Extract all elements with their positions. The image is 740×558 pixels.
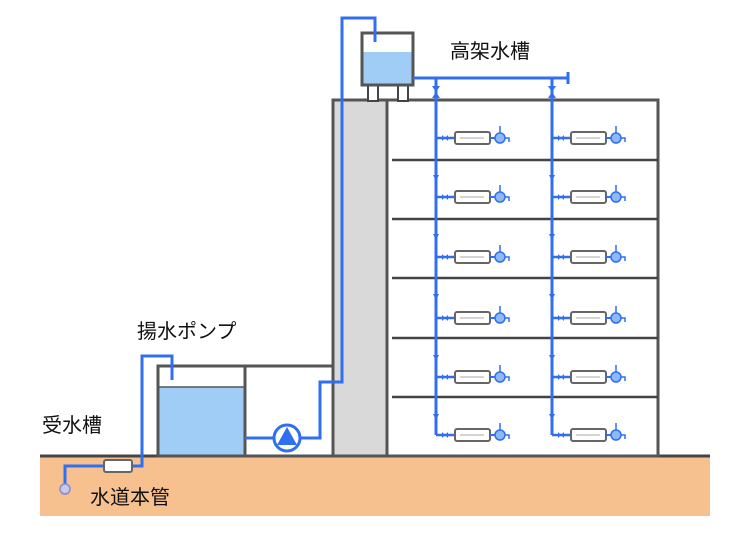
receiving-tank-label: 受水槽: [42, 413, 102, 437]
unit-supply: [549, 306, 626, 361]
water-meter: [103, 459, 133, 473]
faucet-icon: [610, 132, 622, 144]
unit-supply: [549, 185, 626, 240]
faucet-icon: [494, 191, 506, 203]
faucet-icon: [610, 191, 622, 203]
faucet-icon: [494, 371, 506, 383]
gate-valve-icon: [432, 86, 440, 98]
unit-supply: [549, 126, 626, 181]
receiving-tank-water: [158, 387, 245, 456]
faucet-icon: [610, 429, 622, 441]
pump-icon: [272, 423, 302, 453]
faucet-icon: [494, 312, 506, 324]
unit-supply: [433, 365, 510, 420]
elevated-tank-water: [362, 52, 413, 85]
unit-supply: [549, 365, 626, 420]
unit-supply: [436, 423, 510, 442]
pipes: [63, 16, 568, 487]
faucet-icon: [494, 429, 506, 441]
elevated-tank-label: 高架水槽: [450, 39, 530, 63]
elevated-tank: [360, 31, 415, 87]
unit-supply: [549, 245, 626, 300]
gate-valve-icon: [548, 86, 556, 98]
water-main-label: 水道本管: [90, 485, 170, 509]
unit-supply: [433, 126, 510, 181]
unit-supply: [552, 423, 626, 442]
faucet-icon: [610, 312, 622, 324]
faucet-icon: [610, 371, 622, 383]
unit-supply: [433, 185, 510, 240]
pump-label: 揚水ポンプ: [137, 319, 236, 343]
faucet-icon: [494, 132, 506, 144]
faucet-icon: [494, 251, 506, 263]
unit-supply: [433, 306, 510, 361]
ground: [40, 456, 710, 516]
unit-supply: [433, 245, 510, 300]
water-main-icon: [59, 483, 71, 495]
faucet-icon: [610, 251, 622, 263]
